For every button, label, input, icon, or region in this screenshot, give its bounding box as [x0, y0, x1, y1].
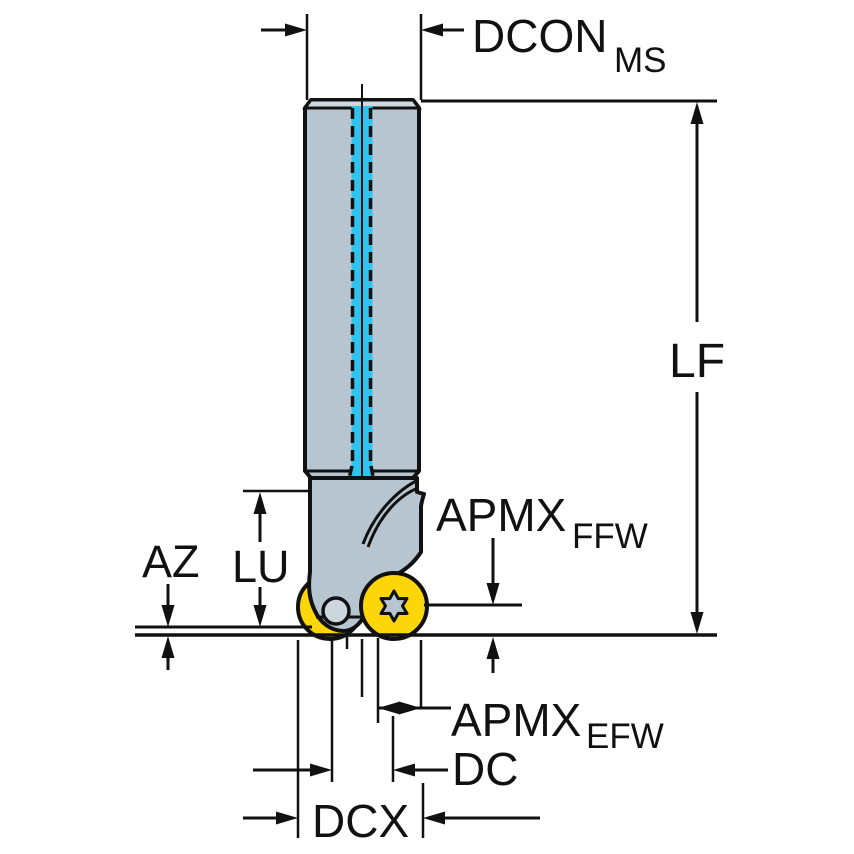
dimension-arrowheads [161, 23, 704, 825]
tool [296, 84, 429, 641]
lf-arrowhead-top [690, 102, 704, 124]
clamp-screw-hole [321, 596, 351, 626]
lf-arrowhead-bottom [690, 612, 704, 634]
label-lu: LU [232, 541, 290, 592]
apmx-ffw-arrowhead-up [486, 637, 500, 659]
cutter-head [307, 476, 426, 633]
lu-arrowhead-down [253, 605, 267, 627]
dcx-arrowhead-left [276, 811, 298, 825]
label-dcon: DCON [472, 10, 607, 62]
label-apmx-ffw: APMX [436, 489, 566, 541]
apmx-efw-arrowhead-right [399, 701, 421, 715]
label-apmx-efw-sub: EFW [586, 717, 664, 756]
cutter-head-body [307, 476, 426, 633]
torx-screw-icon [379, 589, 409, 623]
apmx-ffw-arrowhead-down [486, 583, 500, 605]
dcon-arrowhead-left [285, 23, 307, 37]
dimension-labels: DCON MS LF APMX FFW AZ LU APMX EFW DC DC… [142, 10, 725, 847]
label-lf: LF [669, 335, 725, 388]
az-arrowhead-up [161, 636, 175, 658]
dc-arrowhead-right [393, 763, 415, 777]
label-dcx: DCX [312, 795, 409, 847]
lu-arrowhead-up [253, 492, 267, 514]
label-apmx-ffw-sub: FFW [572, 517, 648, 556]
pocket-curve-inner [366, 486, 419, 548]
dimension-lines [135, 14, 717, 838]
label-apmx-efw: APMX [451, 694, 581, 746]
az-arrowhead-down [161, 605, 175, 627]
dc-arrowhead-left [310, 763, 332, 777]
apmx-efw-arrowhead-left [378, 701, 400, 715]
dcon-arrowhead-right [421, 23, 443, 37]
label-az: AZ [142, 536, 200, 587]
pocket-curve-outer [361, 478, 419, 545]
label-dcon-sub: MS [614, 41, 667, 80]
label-dc: DC [452, 743, 518, 795]
dcx-arrowhead-right [423, 811, 445, 825]
